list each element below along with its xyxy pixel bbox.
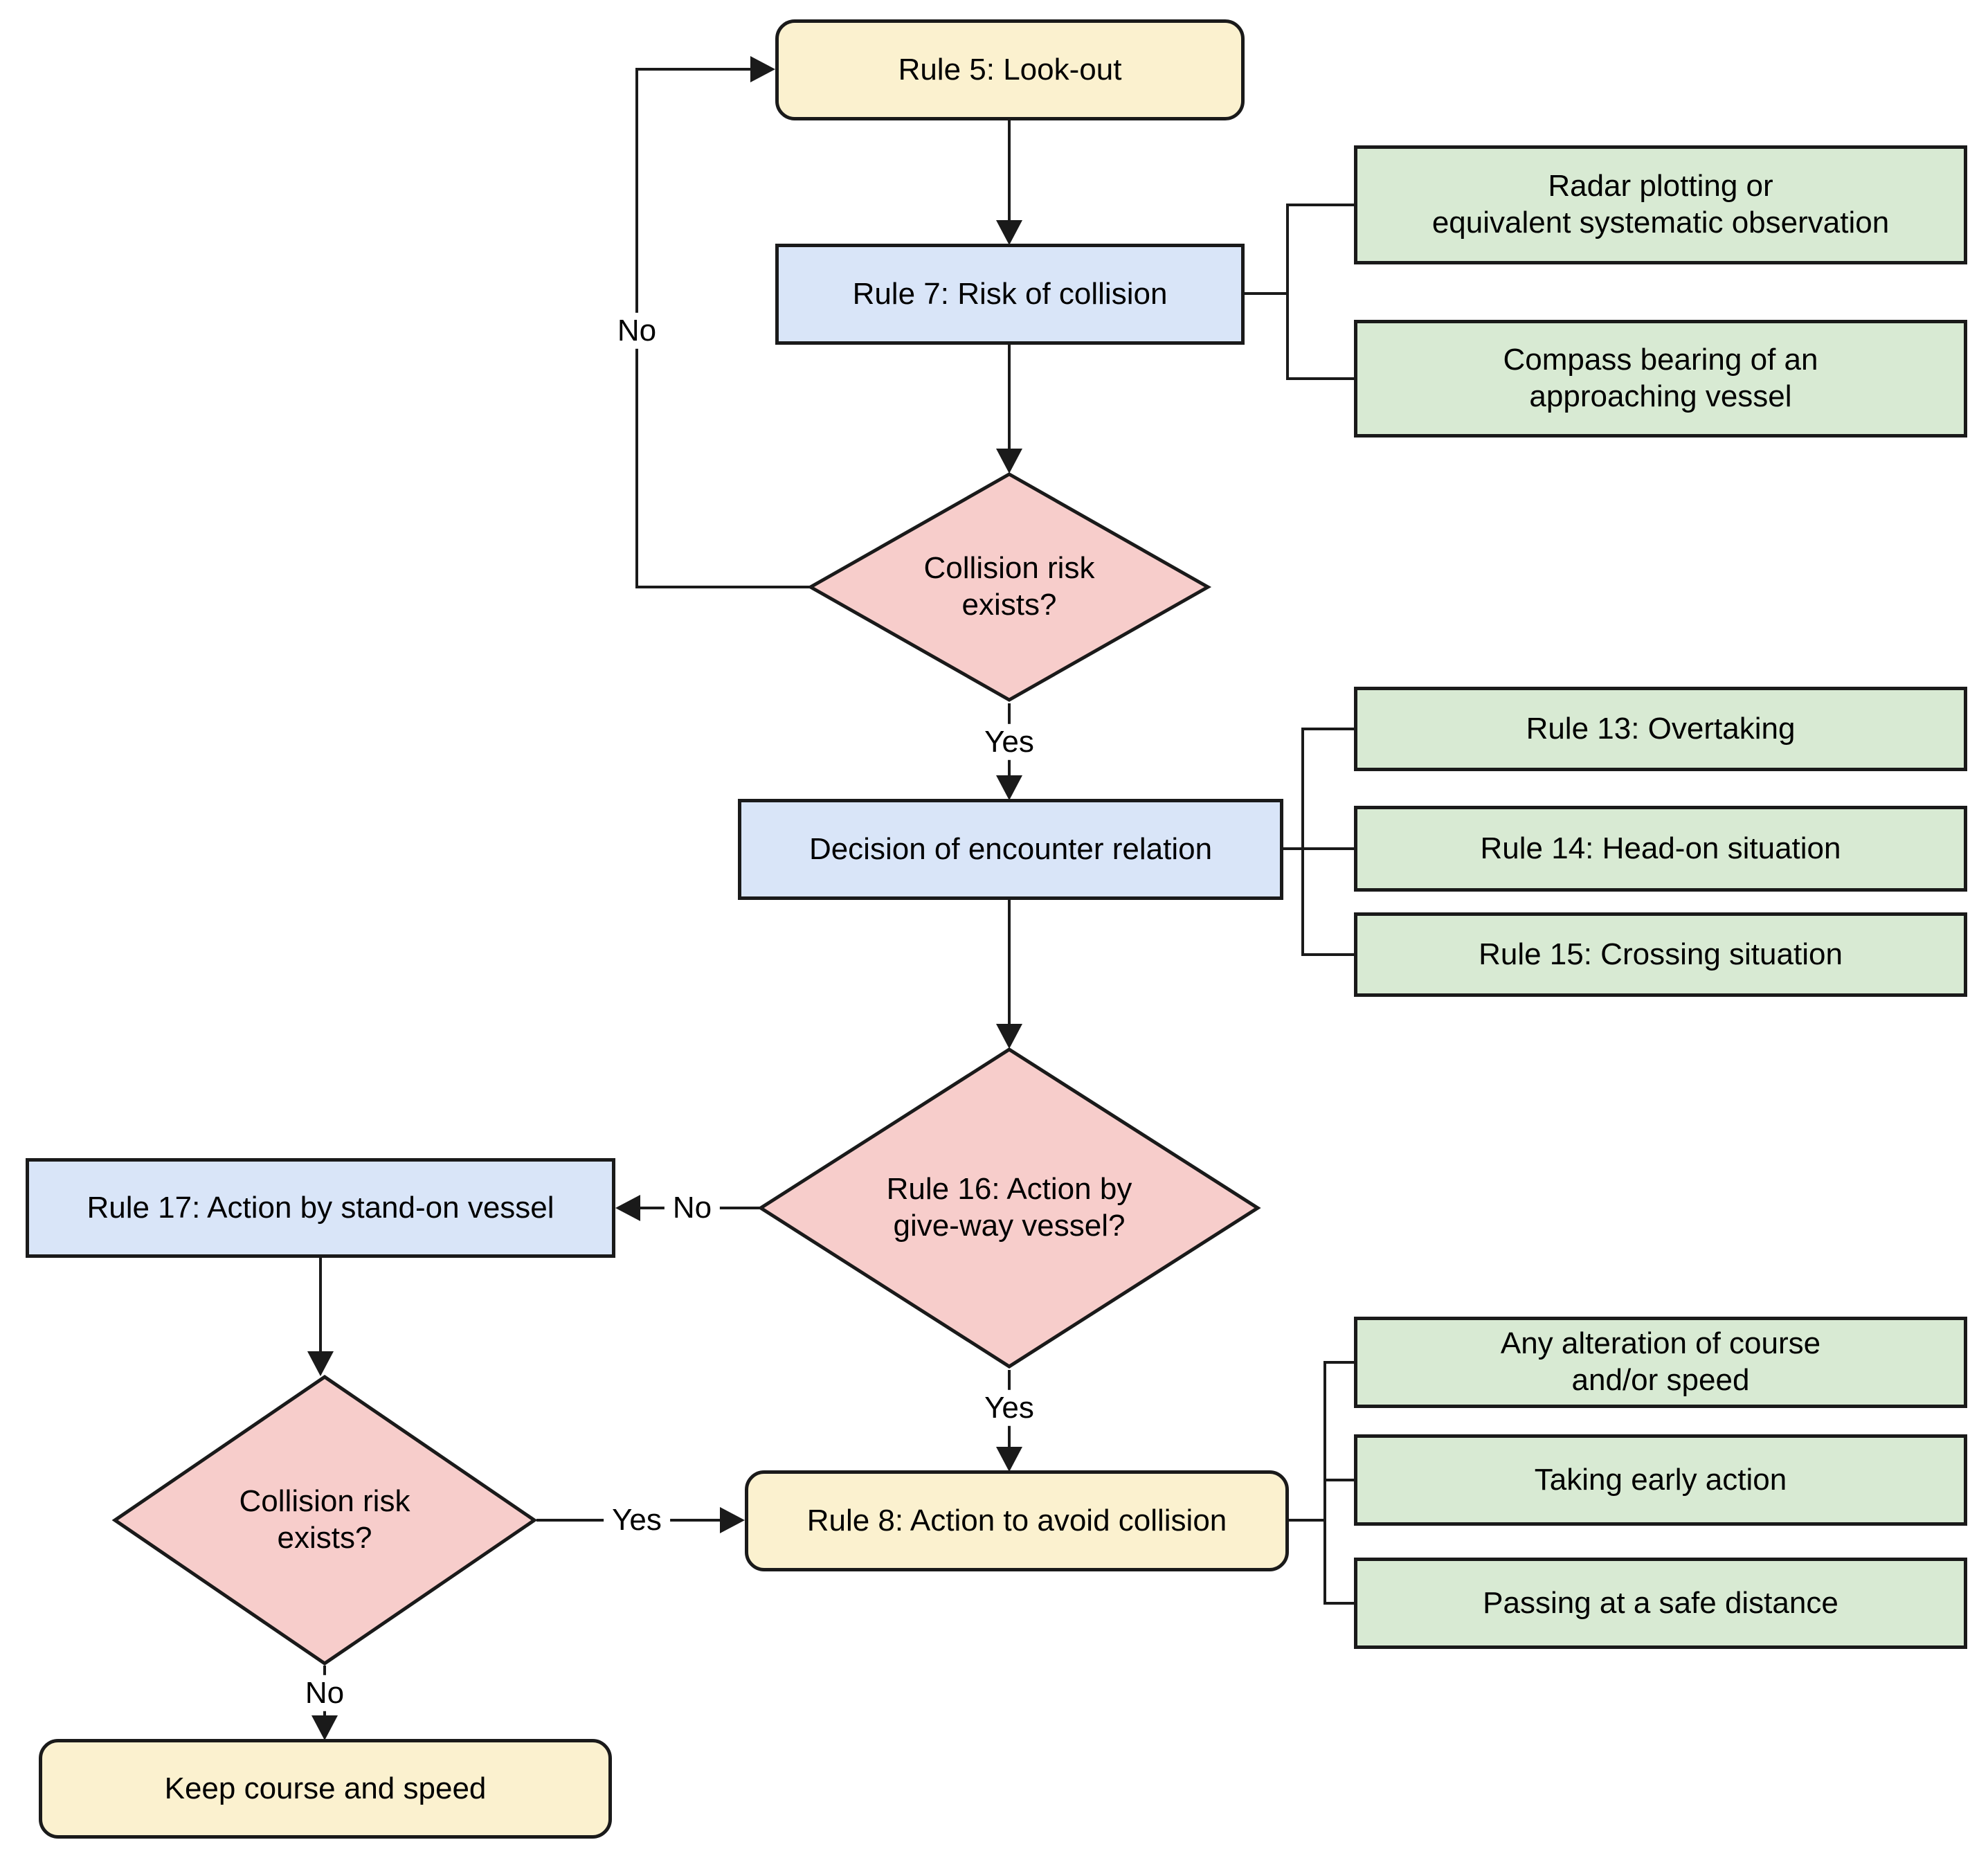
edge-rule7-bracket xyxy=(1245,292,1287,295)
collision-risk-diamond-1-label: Collision risk exists? xyxy=(923,551,1095,622)
bracket3-branch-early xyxy=(1323,1479,1354,1481)
rule13-node: Rule 13: Overtaking xyxy=(1354,687,1967,771)
edge-label-no-2: No xyxy=(664,1189,721,1227)
rule14-node: Rule 14: Head-on situation xyxy=(1354,806,1967,892)
keep-course-node: Keep course and speed xyxy=(39,1739,612,1839)
edge-label-no-3: No xyxy=(296,1675,353,1712)
rule16-diamond xyxy=(757,1047,1261,1369)
edge-rule7-collision1 xyxy=(1008,345,1011,450)
arrowhead-into-rule5 xyxy=(750,56,775,82)
arrowhead-into-keep xyxy=(311,1715,338,1740)
bracket2-trunk xyxy=(1301,728,1304,956)
decision-of-encounter-node: Decision of encounter relation xyxy=(738,799,1283,900)
diamond-shape xyxy=(111,1374,538,1666)
arrowhead-into-rule8-top xyxy=(996,1447,1022,1472)
edge-no-loop-horizontal xyxy=(637,586,810,588)
rule7-node: Rule 7: Risk of collision xyxy=(775,244,1245,345)
rule17-node: Rule 17: Action by stand-on vessel xyxy=(26,1158,615,1258)
bracket1-branch-radar xyxy=(1286,204,1354,206)
rule5-node: Rule 5: Look-out xyxy=(775,19,1245,120)
taking-early-action-node: Taking early action xyxy=(1354,1434,1967,1526)
arrowhead-into-rule16 xyxy=(996,1024,1022,1049)
bracket3-trunk xyxy=(1323,1361,1326,1605)
edge-rule5-rule7 xyxy=(1008,120,1011,222)
edge-label-yes-3: Yes xyxy=(604,1501,670,1539)
passing-safe-distance-node: Passing at a safe distance xyxy=(1354,1558,1967,1649)
arrowhead-into-decision xyxy=(996,775,1022,800)
bracket3-branch-alteration xyxy=(1323,1361,1354,1364)
arrowhead-into-collision2 xyxy=(307,1351,334,1376)
collision-risk-diamond-2-label: Collision risk exists? xyxy=(239,1484,410,1555)
edge-label-no-1: No xyxy=(608,312,665,350)
rule16-diamond-label: Rule 16: Action by give-way vessel? xyxy=(886,1172,1132,1243)
edge-rule17-collision2 xyxy=(319,1258,322,1354)
edge-rule8-bracket xyxy=(1289,1519,1326,1522)
edge-label-yes-1: Yes xyxy=(976,723,1042,761)
edge-no-loop-top xyxy=(635,68,752,71)
diamond-shape xyxy=(806,472,1212,702)
arrowhead-into-collision1 xyxy=(996,449,1022,473)
edge-label-yes-2: Yes xyxy=(976,1389,1042,1427)
collision-risk-diamond-1 xyxy=(806,472,1212,702)
compass-bearing-node: Compass bearing of an approaching vessel xyxy=(1354,320,1967,438)
radar-plotting-node: Radar plotting or equivalent systematic … xyxy=(1354,145,1967,264)
bracket1-trunk xyxy=(1286,204,1289,380)
rule15-node: Rule 15: Crossing situation xyxy=(1354,912,1967,997)
collision-risk-diamond-2 xyxy=(111,1374,538,1666)
rule8-node: Rule 8: Action to avoid collision xyxy=(745,1470,1289,1571)
arrowhead-into-rule8-left xyxy=(720,1507,745,1533)
any-alteration-node: Any alteration of course and/or speed xyxy=(1354,1317,1967,1408)
bracket2-branch-rule13 xyxy=(1301,728,1354,730)
diamond-shape xyxy=(757,1047,1261,1369)
arrowhead-into-rule7 xyxy=(996,220,1022,245)
edge-decision-bracket xyxy=(1283,847,1354,850)
edge-decision-rule16 xyxy=(1008,900,1011,1025)
arrowhead-into-rule17 xyxy=(615,1195,640,1221)
bracket3-branch-passing xyxy=(1323,1602,1354,1605)
bracket1-branch-compass xyxy=(1286,377,1354,380)
bracket2-branch-rule15 xyxy=(1301,953,1354,956)
